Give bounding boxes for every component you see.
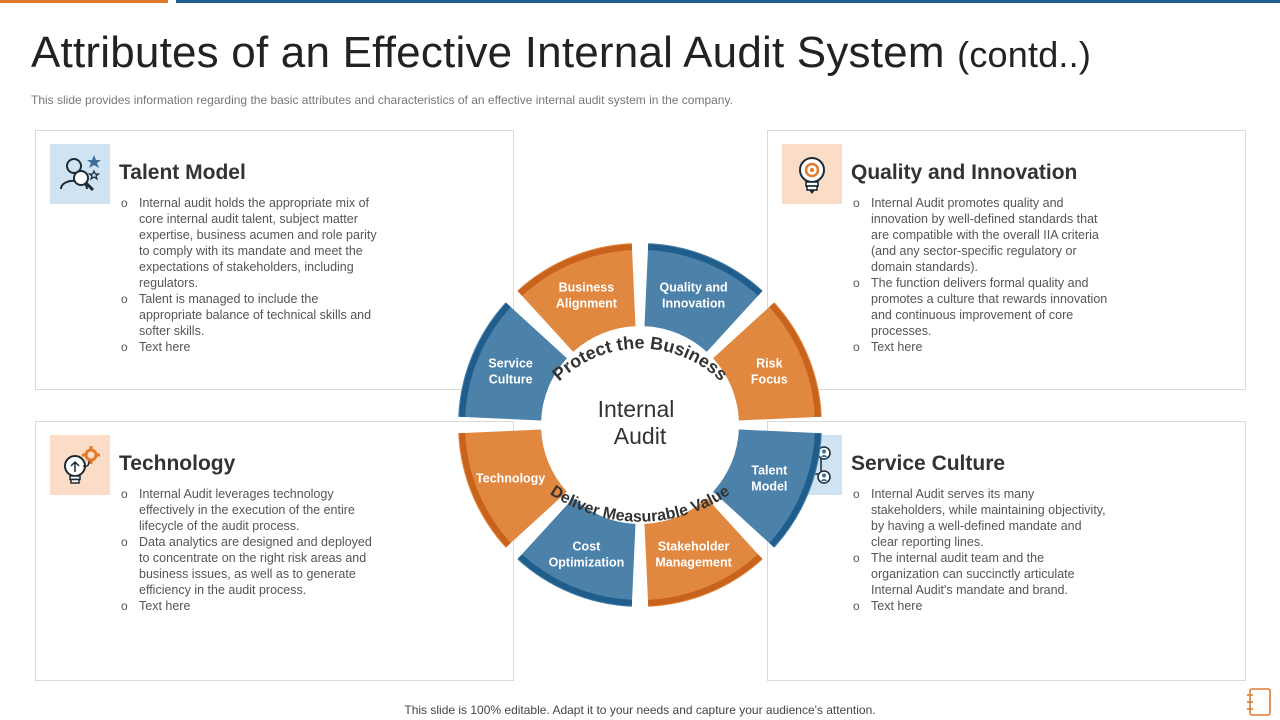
top-accent-blue-bar (176, 0, 1280, 3)
bullet-list-service-culture: Internal Audit serves its many stakehold… (851, 486, 1111, 614)
card-title-talent-model: Talent Model (119, 161, 246, 184)
card-title-quality-innovation: Quality and Innovation (851, 161, 1078, 184)
wheel-segment-label-line: Alignment (556, 297, 618, 311)
card-talent-model: Talent Model Internal audit holds the ap… (35, 130, 514, 390)
list-item: Internal Audit promotes quality and inno… (851, 195, 1111, 275)
wheel-segment-label-line: Stakeholder (658, 539, 730, 553)
wheel-segment-label: Technology (476, 472, 545, 486)
card-quality-innovation: Quality and Innovation Internal Audit pr… (767, 130, 1246, 390)
talent-person-icon (50, 144, 110, 204)
slide-title-suffix: (contd..) (957, 34, 1092, 75)
wheel-segment-label-line: Cost (573, 539, 602, 553)
bullet-list-talent-model: Internal audit holds the appropriate mix… (119, 195, 379, 355)
card-title-technology: Technology (119, 452, 236, 475)
wheel-segment-rim (517, 244, 633, 296)
arc-label-bottom-layer: Deliver Measurable Value (547, 483, 733, 526)
lightbulb-icon (782, 144, 842, 204)
list-item: Text here (119, 339, 379, 355)
list-item: The function delivers formal quality and… (851, 275, 1111, 339)
list-item: Text here (851, 598, 1111, 614)
list-item: Internal Audit serves its many stakehold… (851, 486, 1111, 550)
wheel-segment-rim (459, 432, 511, 548)
wheel-segment-rim (517, 554, 633, 606)
card-service-culture: Service Culture Internal Audit serves it… (767, 421, 1246, 681)
wheel-segment-label-line: Technology (476, 472, 545, 486)
wheel-segment-label-line: Model (751, 480, 787, 494)
card-title-service-culture: Service Culture (851, 452, 1006, 475)
wheel-center-disc (545, 330, 735, 520)
slide-subtitle: This slide provides information regardin… (31, 93, 733, 107)
wheel-segment-label-line: Risk (756, 356, 782, 370)
wheel-segment-label-line: Optimization (549, 555, 625, 569)
wheel-segment-label-line: Focus (751, 372, 788, 386)
wheel-segment-rim (769, 432, 821, 548)
bulb-gear-icon (50, 435, 110, 495)
arc-label-bottom: Deliver Measurable Value (547, 483, 733, 526)
slide-footer: This slide is 100% editable. Adapt it to… (404, 703, 876, 717)
list-item: Text here (119, 598, 379, 614)
wheel-center-label-line1: Internal (598, 396, 675, 422)
notebook-icon (1247, 688, 1271, 716)
wheel-segment-rim (459, 302, 511, 418)
wheel-segment-label-line: Quality and (660, 281, 728, 295)
card-technology: Technology Internal Audit leverages tech… (35, 421, 514, 681)
slide-title-main: Attributes of an Effective Internal Audi… (31, 28, 945, 77)
slide-title: Attributes of an Effective Internal Audi… (31, 28, 1091, 78)
list-item: Data analytics are designed and deployed… (119, 534, 379, 598)
wheel-segment-label-line: Management (655, 555, 732, 569)
list-item: Internal Audit leverages technology effe… (119, 486, 379, 534)
top-accent-orange-bar (0, 0, 168, 3)
wheel-segment-label-line: Service (488, 356, 533, 370)
wheel-segment-label-line: Talent (751, 464, 788, 478)
wheel-segment-label-line: Culture (489, 372, 533, 386)
wheel-segment-rim (769, 302, 821, 418)
bullet-list-technology: Internal Audit leverages technology effe… (119, 486, 379, 614)
wheel-segment-rim (647, 244, 763, 296)
bullet-list-quality-innovation: Internal Audit promotes quality and inno… (851, 195, 1111, 355)
wheel-segment-label-line: Innovation (662, 297, 725, 311)
list-item: Internal audit holds the appropriate mix… (119, 195, 379, 291)
list-item: Text here (851, 339, 1111, 355)
wheel-segment-rim (647, 554, 763, 606)
wheel-center-label-line2: Audit (614, 423, 667, 449)
list-item: The internal audit team and the organiza… (851, 550, 1111, 598)
arc-label-bottom-text: Deliver Measurable Value (547, 483, 733, 526)
wheel-segment-label-line: Business (559, 281, 615, 295)
list-item: Talent is managed to include the appropr… (119, 291, 379, 339)
